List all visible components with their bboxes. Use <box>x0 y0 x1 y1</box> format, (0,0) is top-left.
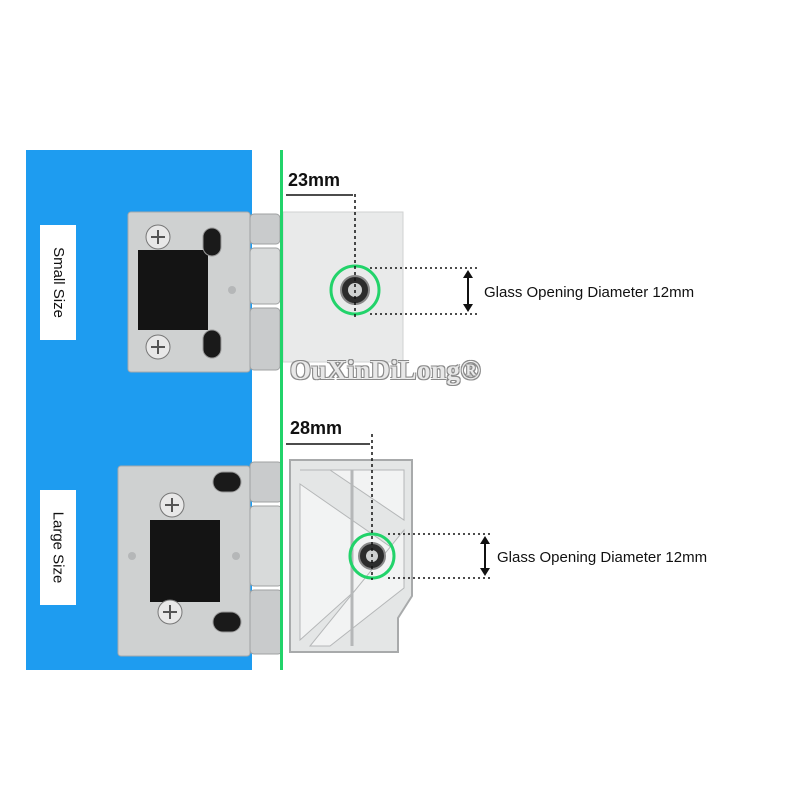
small-rubber-pad <box>138 250 208 330</box>
glass-edge-line <box>280 150 283 670</box>
small-glass-opening-label: Glass Opening Diameter 12mm <box>484 284 695 301</box>
large-rubber-pad <box>150 520 220 602</box>
slot-icon <box>212 471 242 493</box>
small-width-dimension: 23mm <box>288 170 341 190</box>
hinge-knuckle <box>249 505 283 587</box>
large-size-label: Large Size <box>40 490 76 605</box>
large-width-dimension: 28mm <box>290 418 343 438</box>
brand-watermark: OuXinDiLong® <box>290 355 482 385</box>
slot-icon <box>212 611 242 633</box>
hinge-knuckle <box>249 589 283 655</box>
large-glass-opening-label: Glass Opening Diameter 12mm <box>497 549 708 566</box>
small-size-label: Small Size <box>40 225 76 340</box>
hinge-knuckle <box>249 247 281 305</box>
hinge-knuckle <box>249 461 283 503</box>
small-hinge <box>127 211 404 373</box>
slot-icon <box>202 227 222 257</box>
slot-icon <box>202 329 222 359</box>
hinge-knuckle <box>249 213 281 245</box>
hinge-knuckle <box>249 307 281 371</box>
large-hinge <box>117 459 413 657</box>
